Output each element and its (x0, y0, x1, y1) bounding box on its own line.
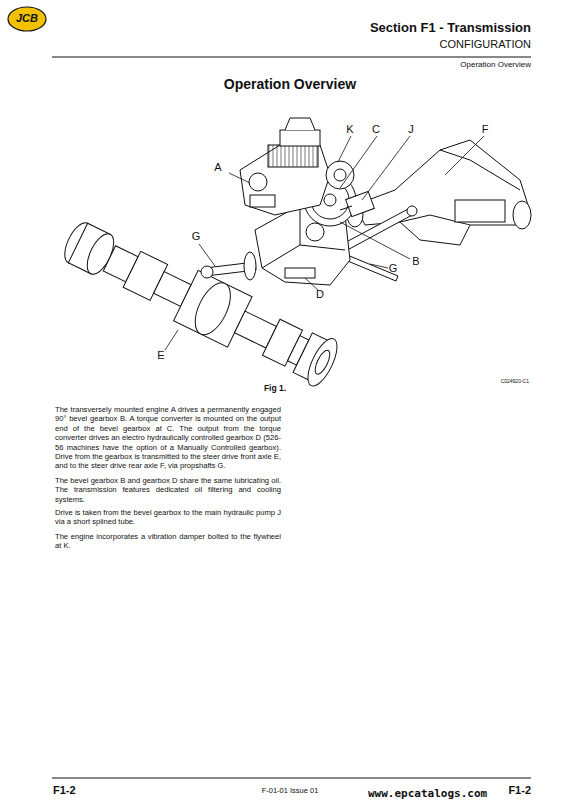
front-propshaft (201, 252, 256, 280)
section-subheading: CONFIGURATION (440, 38, 531, 50)
body-paragraph: The transversely mounted engine A drives… (55, 405, 281, 471)
issue-note: F-01-01 Issue 01 (262, 786, 319, 795)
section-heading: Section F1 - Transmission (370, 20, 531, 35)
footer-rule (52, 778, 531, 779)
callout-letter: E (157, 349, 164, 361)
subsection-name: Operation Overview (460, 60, 531, 69)
callout-letter: G (389, 262, 398, 274)
leader-lines (165, 136, 484, 350)
figure-caption: Fig 1. (264, 383, 286, 393)
page-number: F1-2 (53, 784, 76, 796)
body-paragraph: The engine incorporates a vibration damp… (55, 532, 281, 551)
hydraulic-pump (340, 191, 374, 216)
page-number: F1-2 (508, 784, 531, 796)
callout-letter: G (192, 230, 201, 242)
callout-letter: D (316, 288, 324, 300)
callout-letter: B (412, 255, 419, 267)
body-paragraph: Drive is taken from the bevel gearbox to… (55, 508, 281, 527)
callout-letter: J (408, 123, 414, 135)
callout-letter: K (346, 123, 353, 135)
header-rule (52, 57, 531, 58)
callout-letter: A (214, 161, 221, 173)
engine (240, 118, 354, 215)
logo-text: JCB (16, 12, 38, 24)
page-title: Operation Overview (224, 76, 356, 92)
watermark: www.epcatalogs.com (368, 787, 487, 800)
callout-letter: C (372, 123, 380, 135)
body-paragraph: The bevel gearbox B and gearbox D share … (55, 476, 281, 504)
logo-badge (8, 7, 46, 31)
callout-letter: F (482, 123, 489, 135)
figure-code: C024920-C1 (501, 378, 529, 384)
